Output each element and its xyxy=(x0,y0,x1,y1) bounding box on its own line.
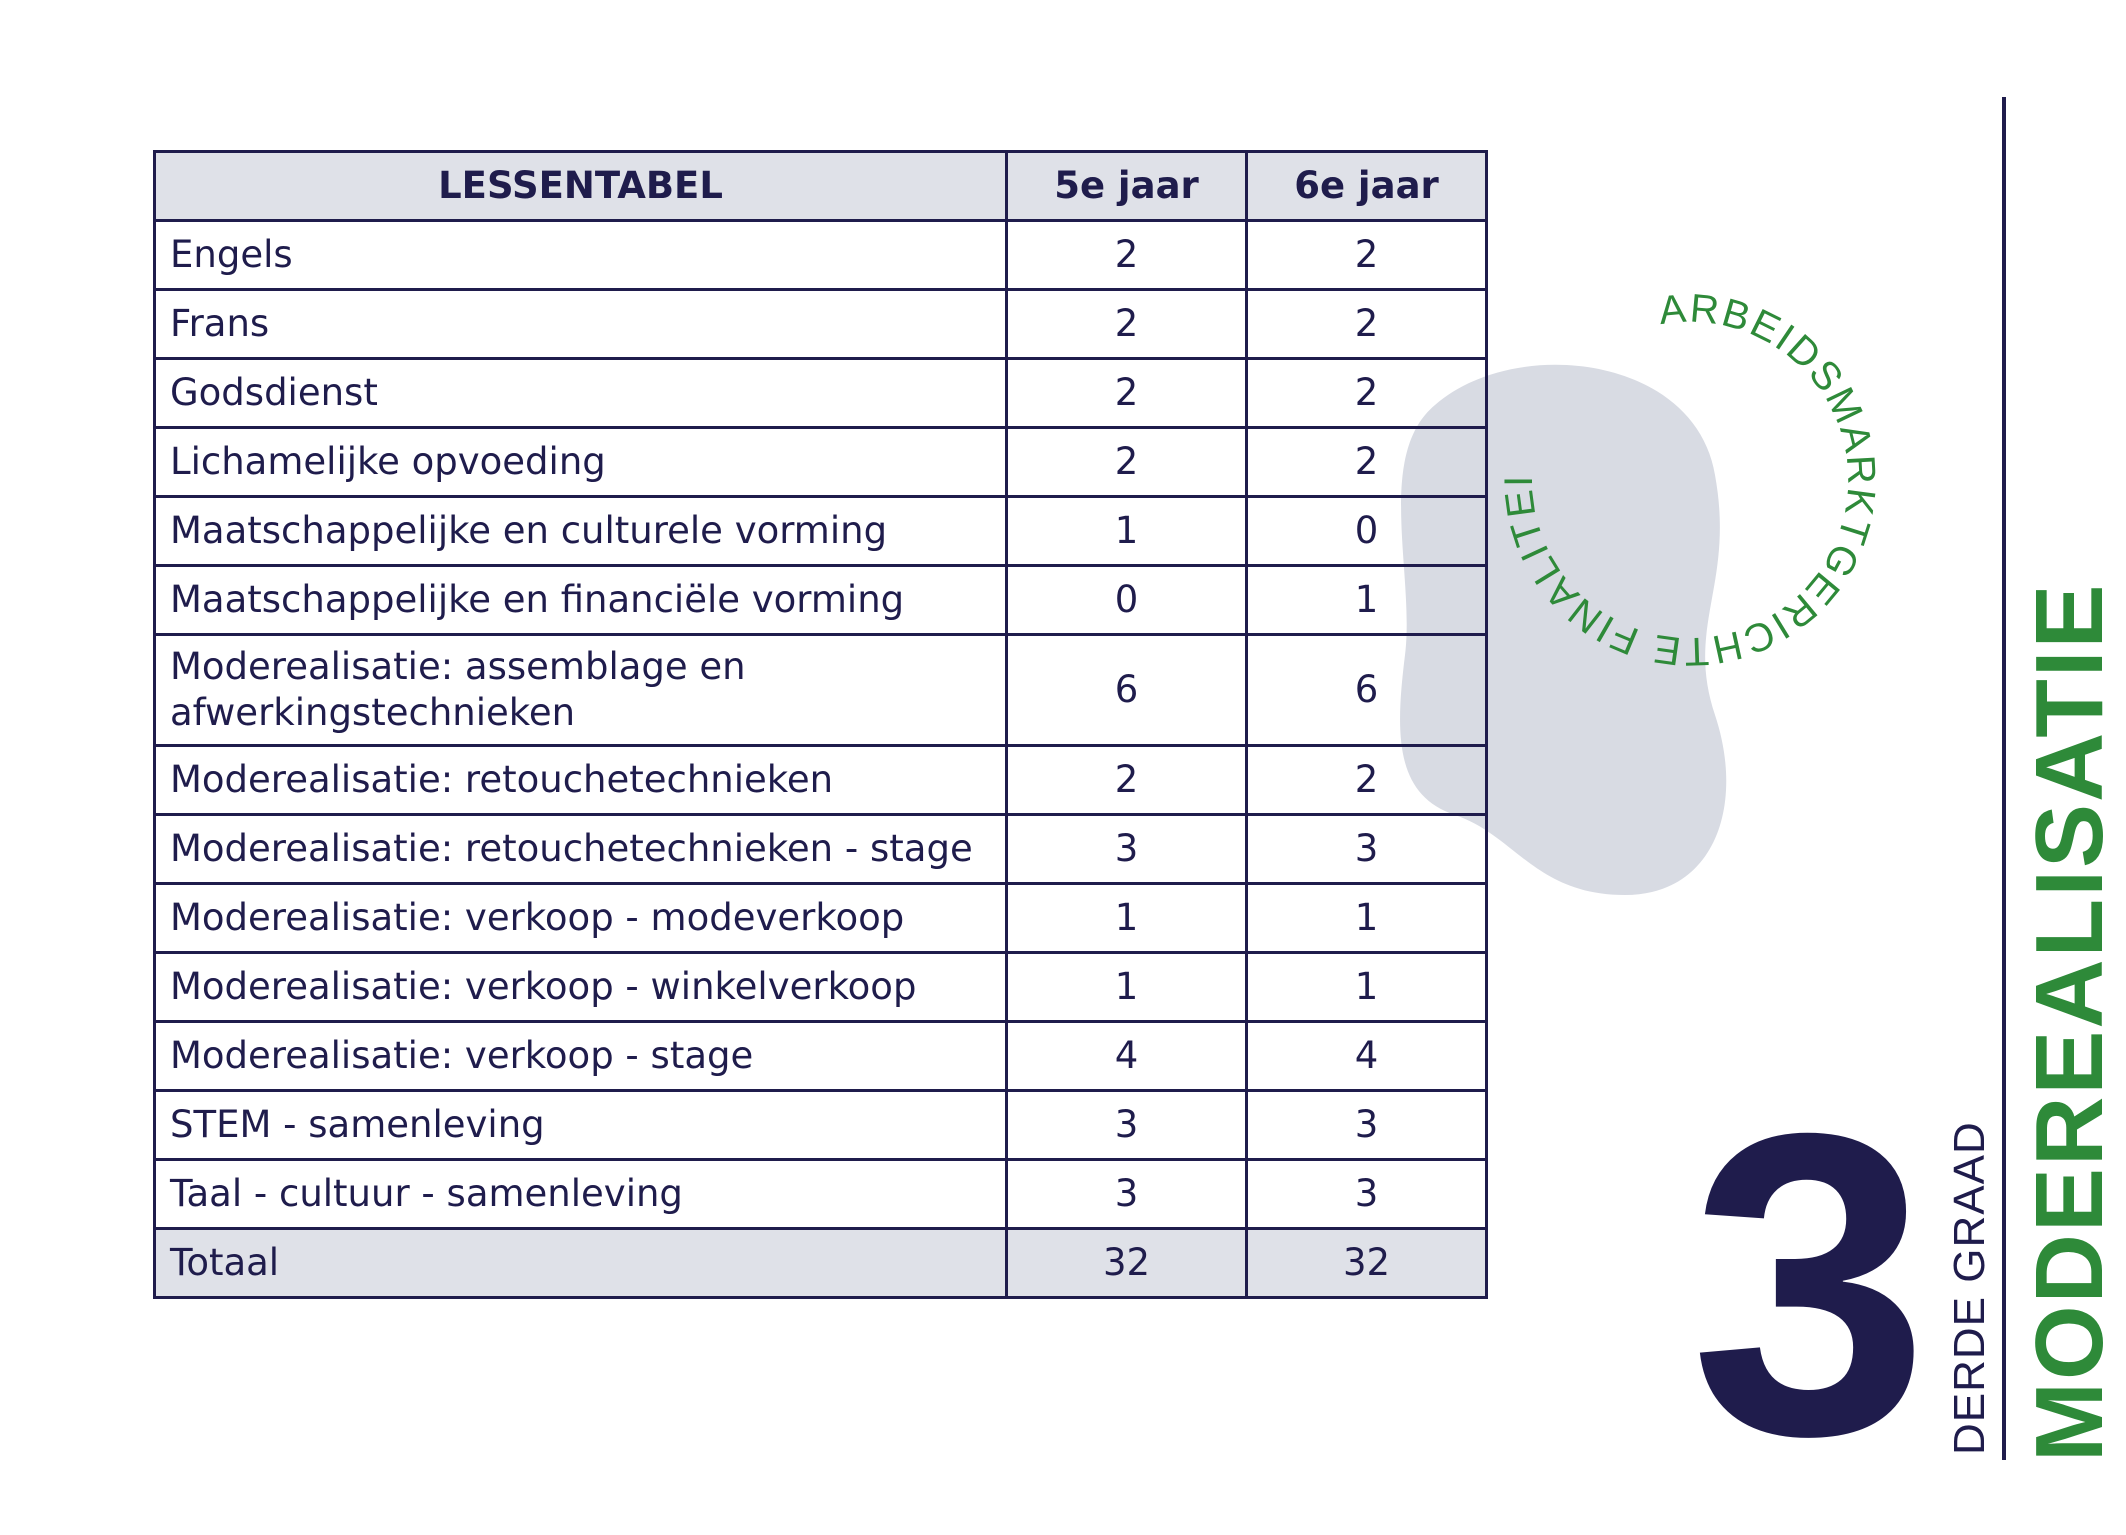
subject-cell: Moderealisatie: verkoop - modeverkoop xyxy=(153,882,1008,954)
year6-cell: 3 xyxy=(1245,1158,1488,1230)
subject-cell: Godsdienst xyxy=(153,357,1008,429)
column-header-subject: LESSENTABEL xyxy=(153,150,1008,222)
subject-cell: Maatschappelijke en culturele vorming xyxy=(153,495,1008,567)
finality-badge-text: ARBEIDSMARKTGERICHTE FINALITEIT xyxy=(1480,270,1884,673)
year6-cell: 0 xyxy=(1245,495,1488,567)
year5-cell: 3 xyxy=(1005,813,1248,885)
subject-cell: Engels xyxy=(153,219,1008,291)
year5-cell: 1 xyxy=(1005,951,1248,1023)
subject-cell: Moderealisatie: assemblage en afwerkings… xyxy=(153,633,1008,747)
table-header-row: LESSENTABEL 5e jaar 6e jaar xyxy=(153,150,1488,222)
grade-number: 3 xyxy=(1690,1045,1930,1525)
year6-cell: 6 xyxy=(1245,633,1488,747)
total-year6: 32 xyxy=(1245,1227,1488,1299)
subject-cell: Moderealisatie: retouchetechnieken - sta… xyxy=(153,813,1008,885)
finality-badge: ARBEIDSMARKTGERICHTE FINALITEIT xyxy=(1480,270,1884,673)
year6-cell: 2 xyxy=(1245,744,1488,816)
year5-cell: 2 xyxy=(1005,288,1248,360)
subject-cell: Moderealisatie: verkoop - stage xyxy=(153,1020,1008,1092)
total-year5: 32 xyxy=(1005,1227,1248,1299)
year5-cell: 2 xyxy=(1005,426,1248,498)
year5-cell: 1 xyxy=(1005,495,1248,567)
subject-cell: Moderealisatie: verkoop - winkelverkoop xyxy=(153,951,1008,1023)
year6-cell: 2 xyxy=(1245,219,1488,291)
year5-cell: 6 xyxy=(1005,633,1248,747)
year6-cell: 1 xyxy=(1245,882,1488,954)
subject-cell: Moderealisatie: retouchetechnieken xyxy=(153,744,1008,816)
year5-cell: 4 xyxy=(1005,1020,1248,1092)
year5-cell: 3 xyxy=(1005,1089,1248,1161)
table-row: Moderealisatie: retouchetechnieken - sta… xyxy=(153,813,1488,885)
column-header-year5: 5e jaar xyxy=(1005,150,1248,222)
year5-cell: 2 xyxy=(1005,219,1248,291)
total-label: Totaal xyxy=(153,1227,1008,1299)
subject-cell: Lichamelijke opvoeding xyxy=(153,426,1008,498)
year5-cell: 3 xyxy=(1005,1158,1248,1230)
subject-cell: STEM - samenleving xyxy=(153,1089,1008,1161)
year6-cell: 1 xyxy=(1245,951,1488,1023)
year5-cell: 1 xyxy=(1005,882,1248,954)
year6-cell: 3 xyxy=(1245,813,1488,885)
subject-cell: Maatschappelijke en financiële vorming xyxy=(153,564,1008,636)
vertical-divider xyxy=(2002,97,2006,1460)
track-title: MODEREALISATIE xyxy=(2016,582,2123,1462)
year6-cell: 1 xyxy=(1245,564,1488,636)
year5-cell: 0 xyxy=(1005,564,1248,636)
year6-cell: 2 xyxy=(1245,288,1488,360)
subject-cell: Taal - cultuur - samenleving xyxy=(153,1158,1008,1230)
year6-cell: 2 xyxy=(1245,426,1488,498)
year5-cell: 2 xyxy=(1005,744,1248,816)
year6-cell: 4 xyxy=(1245,1020,1488,1092)
year6-cell: 2 xyxy=(1245,357,1488,429)
column-header-year6: 6e jaar xyxy=(1245,150,1488,222)
subject-cell: Frans xyxy=(153,288,1008,360)
grade-label: DERDE GRAAD xyxy=(1945,1121,1994,1455)
year5-cell: 2 xyxy=(1005,357,1248,429)
year6-cell: 3 xyxy=(1245,1089,1488,1161)
table-row: Moderealisatie: assemblage en afwerkings… xyxy=(153,633,1488,747)
